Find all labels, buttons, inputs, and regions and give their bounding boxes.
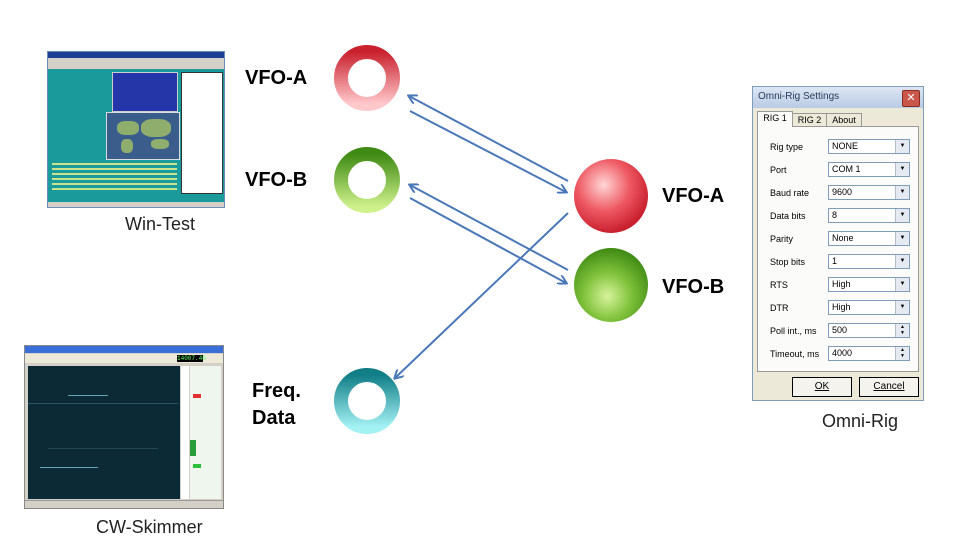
timeout-stepper[interactable]: 4000▲▼: [828, 346, 910, 361]
field-label: Poll int., ms: [770, 326, 817, 336]
win-test-screenshot: [47, 51, 225, 208]
dtr-select[interactable]: High▼: [828, 300, 910, 315]
field-label: DTR: [770, 303, 789, 313]
chevron-down-icon: ▼: [895, 301, 909, 314]
tab-rig-1[interactable]: RIG 1: [757, 111, 793, 127]
port-select[interactable]: COM 1▼: [828, 162, 910, 177]
field-label: RTS: [770, 280, 788, 290]
arrow-vfo-a-to-right: [409, 110, 566, 192]
tab-about[interactable]: About: [826, 113, 862, 127]
ok-button[interactable]: OK: [792, 377, 852, 397]
arrow-freq-data: [395, 212, 569, 378]
chevron-down-icon: ▼: [895, 232, 909, 245]
cw-skimmer-caption: CW-Skimmer: [96, 517, 203, 537]
dialog-title: Omni-Rig Settings: [758, 91, 840, 102]
vfo-b-label-right: VFO-B: [662, 276, 725, 298]
spin-arrows-icon: ▲▼: [895, 324, 909, 337]
field-label: Port: [770, 165, 787, 175]
freq-data-label: Freq. Data: [252, 380, 301, 429]
field-label: Rig type: [770, 142, 804, 152]
arrow-vfo-b-to-left: [410, 185, 569, 271]
rts-select[interactable]: High▼: [828, 277, 910, 292]
parity-select[interactable]: None▼: [828, 231, 910, 246]
field-label: Parity: [770, 234, 794, 244]
field-label: Timeout, ms: [770, 349, 820, 359]
omni-rig-caption: Omni-Rig: [822, 411, 899, 431]
arrow-vfo-a-to-left: [409, 96, 569, 182]
chevron-down-icon: ▼: [895, 255, 909, 268]
close-icon[interactable]: ✕: [902, 90, 920, 107]
spin-arrows-icon: ▲▼: [895, 347, 909, 360]
chevron-down-icon: ▼: [895, 140, 909, 153]
win-test-caption: Win-Test: [125, 214, 196, 234]
vfo-b-label-left: VFO-B: [245, 169, 308, 191]
chevron-down-icon: ▼: [895, 209, 909, 222]
vfo-b-sphere: [574, 248, 648, 322]
data-bits-select[interactable]: 8▼: [828, 208, 910, 223]
vfo-a-sphere: [574, 159, 648, 233]
title-bar: Omni-Rig Settings ✕: [753, 87, 923, 108]
omni-rig-dialog: Omni-Rig Settings ✕ RIG 1 RIG 2 About Ri…: [752, 86, 924, 401]
field-label: Stop bits: [770, 257, 806, 267]
vfo-a-label-left: VFO-A: [245, 67, 308, 89]
vfo-a-ring: [334, 45, 400, 111]
cancel-button[interactable]: Cancel: [859, 377, 919, 397]
baud-rate-select[interactable]: 9600▼: [828, 185, 910, 200]
cw-frequency-readout: 14007.40: [177, 355, 206, 362]
vfo-a-label-right: VFO-A: [662, 185, 725, 207]
chevron-down-icon: ▼: [895, 163, 909, 176]
vfo-b-ring: [334, 147, 400, 213]
settings-panel: Rig type NONE▼ Port COM 1▼ Baud rate 960…: [757, 126, 919, 372]
arrow-vfo-b-to-right: [409, 197, 566, 283]
tab-rig-2[interactable]: RIG 2: [792, 113, 827, 127]
stop-bits-select[interactable]: 1▼: [828, 254, 910, 269]
poll-interval-stepper[interactable]: 500▲▼: [828, 323, 910, 338]
cw-skimmer-screenshot: 14007.40: [24, 345, 224, 509]
chevron-down-icon: ▼: [895, 186, 909, 199]
chevron-down-icon: ▼: [895, 278, 909, 291]
field-label: Data bits: [770, 211, 806, 221]
field-label: Baud rate: [770, 188, 810, 198]
rig-type-select[interactable]: NONE▼: [828, 139, 910, 154]
freq-data-ring: [334, 368, 400, 434]
